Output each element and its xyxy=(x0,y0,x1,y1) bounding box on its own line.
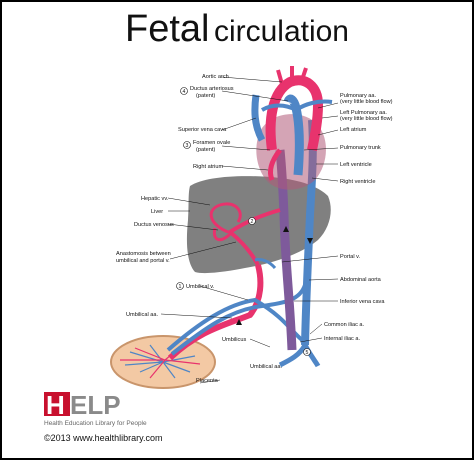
label-foramen-ovale: Foramen ovale xyxy=(193,140,230,146)
logo-tagline: Health Education Library for People xyxy=(44,420,147,427)
umbilical-artery-cord-1 xyxy=(170,284,307,356)
label-ductus-venosus: Ductus venosus xyxy=(134,222,174,228)
marker-4: 4 xyxy=(180,87,188,95)
label-left-pulmonary-aa-sub: (very little blood flow) xyxy=(340,116,393,122)
label-internal-iliac: Internal iliac a. xyxy=(324,336,361,342)
label-right-ventricle: Right ventricle xyxy=(340,179,375,185)
leader-lines xyxy=(160,76,339,384)
label-anastomosis-line1: Anastomosis between xyxy=(116,251,171,257)
label-left-pulmonary-aa: Left Pulmonary aa. xyxy=(340,110,387,116)
marker-2-text: 2 xyxy=(251,219,254,225)
label-liver: Liver xyxy=(151,209,163,215)
label-pulmonary-aa: Pulmonary aa. xyxy=(340,93,377,99)
label-umbilical-aa-bottom: Umbilical aa. xyxy=(250,364,282,370)
label-pulmonary-trunk: Pulmonary trunk xyxy=(340,145,381,151)
marker-1-text: 1 xyxy=(179,284,182,290)
label-umbilicus: Umbilicus xyxy=(222,337,246,343)
label-left-ventricle: Left ventricle xyxy=(340,162,372,168)
logo-elp-letters: ELP xyxy=(70,390,121,420)
marker-3: 3 xyxy=(183,141,191,149)
marker-5-text: 5 xyxy=(306,350,309,356)
label-left-atrium: Left atrium xyxy=(340,127,367,133)
label-hepatic-vv: Hepatic vv. xyxy=(141,196,169,202)
label-pulmonary-aa-sub: (very little blood flow) xyxy=(340,99,393,105)
label-placenta: Placenta xyxy=(196,378,219,384)
label-anastomosis-line2: umbilical and portal v. xyxy=(116,258,170,264)
label-superior-vena-cava: Superior vena cava xyxy=(178,127,227,133)
label-aortic-arch: Aortic arch xyxy=(202,74,229,80)
superior-vena-cava-vessel xyxy=(251,94,266,142)
liver-shape xyxy=(186,176,331,274)
copyright-text: ©2013 www.healthlibrary.com xyxy=(44,433,163,443)
label-abdominal-aorta: Abdominal aorta xyxy=(340,277,382,283)
label-foramen-ovale-sub: (patent) xyxy=(196,147,215,153)
placenta-vessels xyxy=(120,344,201,379)
label-umbilical-aa-top: Umbilical aa. xyxy=(126,312,158,318)
title-word-fetal: Fetal xyxy=(125,8,210,50)
label-inferior-vena-cava: Inferior vena cava xyxy=(340,299,385,305)
ivc-into-heart xyxy=(267,148,282,181)
aortic-branches xyxy=(276,66,308,85)
label-portal-v: Portal v. xyxy=(340,254,361,260)
flow-arrows xyxy=(236,226,313,325)
marker-2: 2 xyxy=(248,217,256,225)
label-ductus-arteriosus: Ductus arteriosus xyxy=(190,86,234,92)
page-title: Fetal circulation xyxy=(0,8,474,51)
iliac-vessels xyxy=(278,343,321,368)
logo-h-block xyxy=(44,392,70,416)
pulmonary-arteries-vessel xyxy=(260,99,333,112)
portal-vein-vessel xyxy=(254,258,277,270)
title-word-circulation: circulation xyxy=(213,15,349,48)
marker-4-text: 4 xyxy=(183,89,186,95)
aortic-arch-vessel xyxy=(265,75,324,151)
marker-1: 1 xyxy=(176,282,184,290)
help-logo: H ELP xyxy=(44,390,121,420)
label-ductus-arteriosus-sub: (patent) xyxy=(196,93,215,99)
logo-h-letter: H xyxy=(46,390,65,420)
marker-3-text: 3 xyxy=(186,143,189,149)
label-right-atrium: Right atrium xyxy=(193,164,223,170)
marker-5: 5 xyxy=(303,348,311,356)
label-common-iliac: Common iliac a. xyxy=(324,322,365,328)
liver-loop-vessels xyxy=(209,202,242,242)
label-umbilical-v: Umbilical v. xyxy=(186,284,215,290)
